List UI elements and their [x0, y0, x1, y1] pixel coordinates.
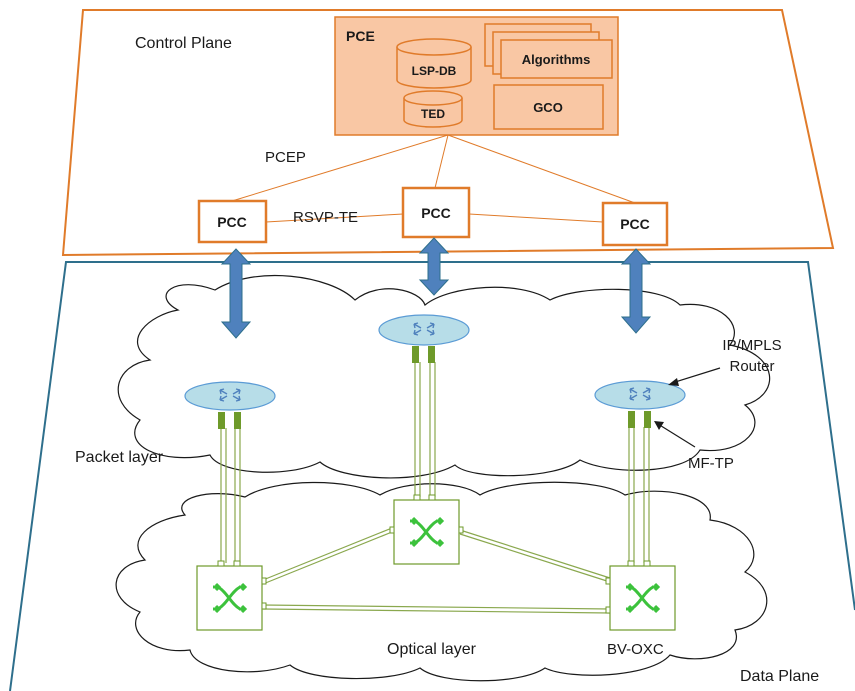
lsp-db-database-icon	[396, 38, 472, 89]
router-left-port-2	[234, 412, 241, 429]
ted-database-icon	[403, 90, 463, 128]
pcc-right-box	[601, 201, 669, 247]
oxc-left	[196, 560, 267, 631]
router-left	[184, 381, 276, 429]
router-center-port-1	[412, 346, 419, 363]
control-plane-label: Control Plane	[135, 35, 232, 52]
arrow-right-double	[620, 248, 652, 334]
ip-mpls-label-line1: IP/MPLS	[722, 337, 781, 354]
gco-box	[493, 84, 604, 130]
router-right-port-2	[644, 411, 651, 428]
router-right-port-1	[628, 411, 635, 428]
packet-layer-label: Packet layer	[75, 449, 164, 466]
algorithms-box	[500, 39, 613, 79]
pcc-right-label: PCC	[620, 216, 650, 232]
ted-label: TED	[421, 107, 445, 121]
router-left-port-1	[218, 412, 225, 429]
pcc-left-label: PCC	[217, 214, 247, 230]
ip-mpls-label-line2: Router	[729, 358, 774, 375]
pcc-center-label: PCC	[421, 205, 451, 221]
mf-tp-label: MF-TP	[688, 455, 734, 472]
pce-title: PCE	[346, 28, 375, 44]
router-center-port-2	[428, 346, 435, 363]
optical-links	[262, 527, 611, 614]
oxc-center	[389, 494, 464, 565]
mf-tp-pointer-arrow	[654, 421, 696, 448]
oxc-right	[605, 560, 676, 631]
router-center	[378, 314, 470, 363]
pcep-links	[231, 134, 636, 204]
rsvp-te-label: RSVP-TE	[293, 209, 358, 226]
gco-label: GCO	[533, 100, 563, 115]
optical-layer-label: Optical layer	[387, 641, 477, 658]
arrow-left-double	[220, 248, 252, 339]
pcc-left-box	[197, 199, 268, 244]
algorithms-label: Algorithms	[522, 52, 591, 67]
bv-oxc-label: BV-OXC	[607, 641, 664, 658]
lsp-db-label: LSP-DB	[412, 64, 457, 78]
packet-layer-cloud	[117, 274, 771, 479]
pcep-label: PCEP	[265, 149, 306, 166]
rsvp-te-links	[265, 213, 604, 223]
pcc-center-box	[401, 186, 471, 239]
data-plane-label: Data Plane	[740, 668, 819, 685]
router-pointer-arrow	[668, 367, 721, 386]
arrow-center-double	[418, 237, 450, 296]
router-right	[594, 380, 686, 428]
fiber-links	[220, 362, 650, 563]
